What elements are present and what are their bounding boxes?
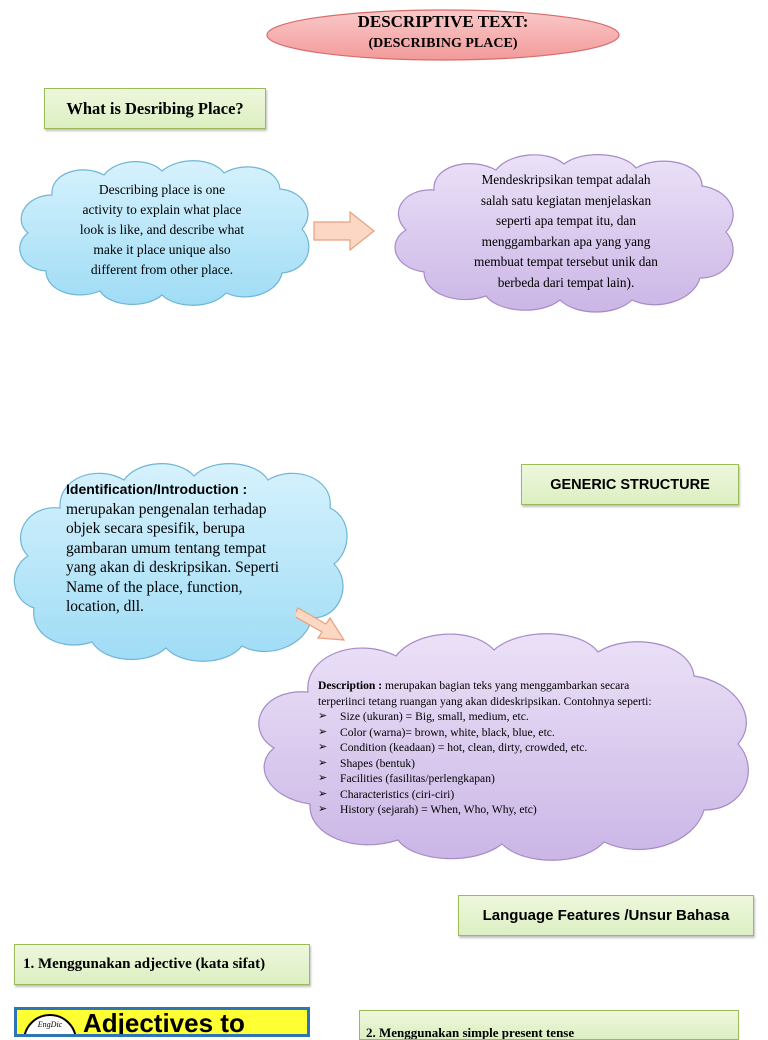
list-item: ➢ History (sejarah) = When, Who, Why, etc… [318, 802, 658, 818]
list-item: ➢ Size (ukuran) = Big, small, medium, etc… [318, 709, 658, 725]
arrow-bullet-icon: ➢ [318, 710, 328, 722]
description-list: ➢ Size (ukuran) = Big, small, medium, etc… [318, 709, 658, 818]
identification-heading: Identification/Introduction : [66, 481, 248, 497]
description-intro: merupakan bagian teks yang menggambarkan… [318, 679, 652, 708]
identification-text: Identification/Introduction : merupakan … [66, 480, 286, 617]
list-item-text: Color (warna)= brown, white, black, blue… [340, 725, 555, 739]
arrow-right-icon [313, 210, 375, 252]
arrow-bullet-icon: ➢ [318, 725, 328, 738]
adjectives-banner-text: Adjectives to [83, 1008, 245, 1037]
list-item: ➢ Color (warna)= brown, white, black, blu… [318, 725, 658, 741]
arrow-bullet-icon: ➢ [318, 741, 328, 753]
indonesian-line: Mendeskripsikan tempat adalah [481, 172, 651, 187]
indonesian-line: membuat tempat tersebut unik dan [474, 254, 658, 269]
page-title: DESCRIPTIVE TEXT: (DESCRIBING PLACE) [265, 12, 621, 52]
point-2-box: 2. Menggunakan simple present tense [359, 1010, 739, 1040]
english-definition: Describing place is one activity to expl… [52, 180, 272, 280]
arrow-bullet-icon: ➢ [318, 772, 328, 784]
description-heading: Description : [318, 679, 383, 692]
list-item-text: Shapes (bentuk) [340, 756, 416, 770]
point-2-label: 2. Menggunakan simple present tense [366, 1025, 575, 1040]
arrow-bullet-icon: ➢ [318, 787, 328, 800]
description-cloud-shape [258, 633, 749, 861]
english-line: make it place unique also [93, 242, 231, 257]
description-text: Description : merupakan bagian teks yang… [318, 678, 658, 818]
indonesian-line: salah satu kegiatan menjelaskan [480, 192, 652, 208]
engdic-logo: EngDic [23, 1014, 77, 1034]
point-1-box: 1. Menggunakan adjective (kata sifat) [14, 944, 310, 985]
list-item-text: History (sejarah) = When, Who, Why, etc) [340, 803, 537, 816]
title-line-1: DESCRIPTIVE TEXT: [357, 12, 529, 31]
english-line: activity to explain what place [82, 202, 242, 217]
arrow-bullet-icon: ➢ [318, 803, 328, 815]
indonesian-line: menggambarkan apa yang yang [481, 233, 651, 249]
list-item-text: Facilities (fasilitas/perlengkapan) [340, 772, 495, 785]
indonesian-line: berbeda dari tempat lain). [497, 274, 635, 290]
indonesian-line: seperti apa tempat itu, dan [496, 213, 636, 228]
list-item: ➢ Shapes (bentuk) [318, 756, 658, 772]
list-item-text: Characteristics (ciri-ciri) [340, 787, 455, 801]
description-intro-block: Description : merupakan bagian teks yang… [318, 678, 658, 709]
english-line: Describing place is one [98, 182, 226, 197]
title-oval [266, 9, 620, 61]
question-box: What is Desribing Place? [44, 88, 266, 129]
identification-body: merupakan pengenalan terhadap objek seca… [66, 500, 280, 616]
point-1-label: 1. Menggunakan adjective (kata sifat) [23, 956, 266, 972]
list-item: ➢ Facilities (fasilitas/perlengkapan) [318, 771, 658, 787]
arrow-bullet-icon: ➢ [318, 756, 328, 769]
list-item: ➢ Condition (keadaan) = hot, clean, dirty… [318, 740, 658, 756]
indonesian-cloud-shape [394, 154, 734, 313]
logo-text: EngDic [37, 1020, 63, 1029]
indonesian-definition: Mendeskripsikan tempat adalah salah satu… [438, 170, 694, 293]
list-item-text: Condition (keadaan) = hot, clean, dirty,… [340, 741, 588, 754]
english-line: look is like, and describe what [79, 222, 245, 237]
language-features-label: Language Features /Unsur Bahasa [482, 907, 730, 924]
generic-structure-box: GENERIC STRUCTURE [521, 464, 739, 505]
title-line-2: (DESCRIBING PLACE) [368, 36, 518, 51]
adjectives-banner: EngDic Adjectives to [14, 1007, 310, 1037]
question-label: What is Desribing Place? [66, 98, 244, 118]
list-item: ➢ Characteristics (ciri-ciri) [318, 787, 658, 803]
arrow-down-right-icon [296, 607, 346, 641]
english-line: different from other place. [90, 262, 234, 277]
english-cloud-shape [19, 160, 310, 306]
list-item-text: Size (ukuran) = Big, small, medium, etc. [340, 710, 529, 723]
generic-structure-label: GENERIC STRUCTURE [550, 476, 710, 493]
language-features-box: Language Features /Unsur Bahasa [458, 895, 754, 936]
